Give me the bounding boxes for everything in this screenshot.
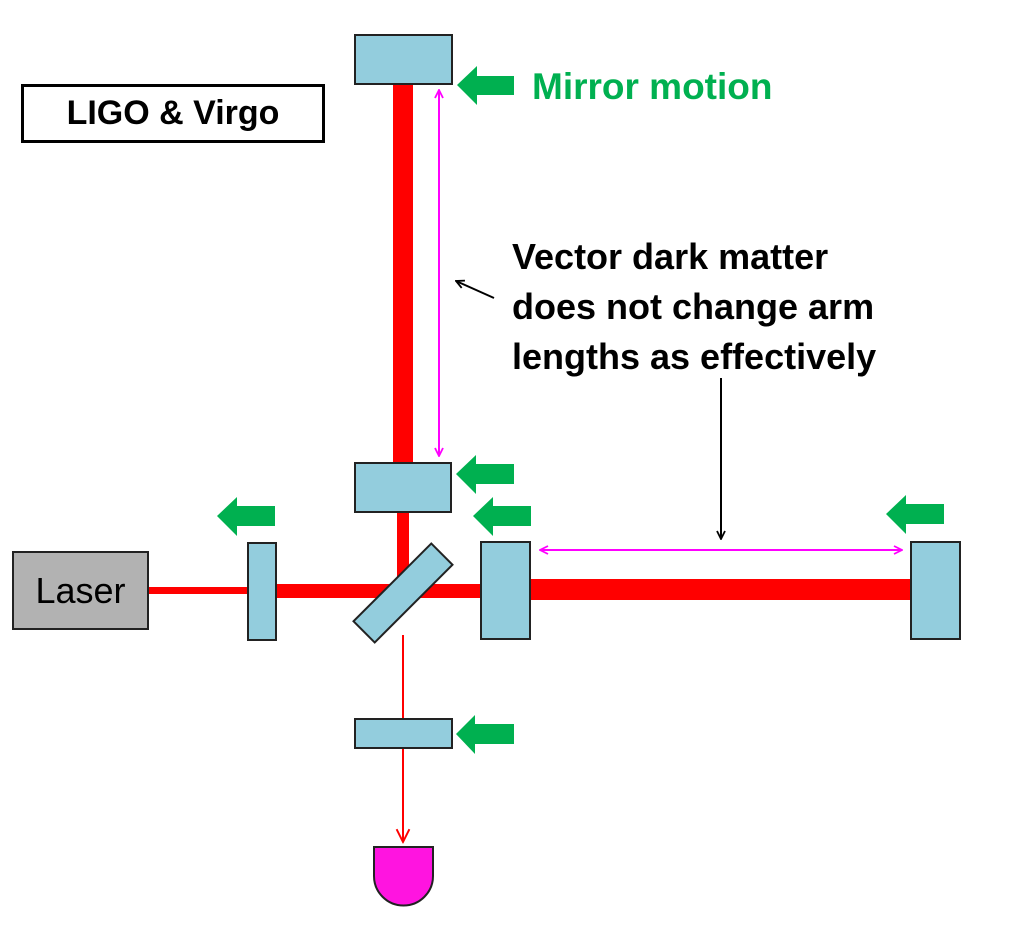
diagram-title: LIGO & Virgo <box>21 84 325 143</box>
beam-laser-to-prm <box>148 587 248 594</box>
annotation-arrow-y-arm <box>456 281 495 299</box>
motion-arrow-icon <box>456 715 514 754</box>
motion-arrow-icon <box>457 66 514 105</box>
y-arm-end-mirror <box>354 34 453 85</box>
x-arm-input-mirror <box>480 541 531 640</box>
beam-splitter <box>352 542 454 644</box>
motion-arrow-icon <box>456 455 514 494</box>
signal-recycling-mirror <box>354 718 453 749</box>
annotation-line: does not change arm <box>512 286 875 327</box>
annotation-line: lengths as effectively <box>512 336 877 377</box>
annotation-text: Vector dark matter does not change arm l… <box>512 232 876 382</box>
beam-prm-to-bs <box>276 584 484 598</box>
power-recycling-mirror <box>247 542 277 641</box>
motion-arrow-icon <box>217 497 275 536</box>
motion-arrow-icon <box>886 495 944 534</box>
x-arm-end-mirror <box>910 541 961 640</box>
motion-arrow-icon <box>473 497 531 536</box>
beam-y-arm <box>393 84 413 464</box>
laser: Laser <box>12 551 149 630</box>
beam-x-arm <box>528 579 912 600</box>
annotation-line: Vector dark matter <box>512 236 829 277</box>
mirror-motion-label: Mirror motion <box>532 66 773 107</box>
photodetector <box>373 846 434 907</box>
y-arm-input-mirror <box>354 462 452 513</box>
